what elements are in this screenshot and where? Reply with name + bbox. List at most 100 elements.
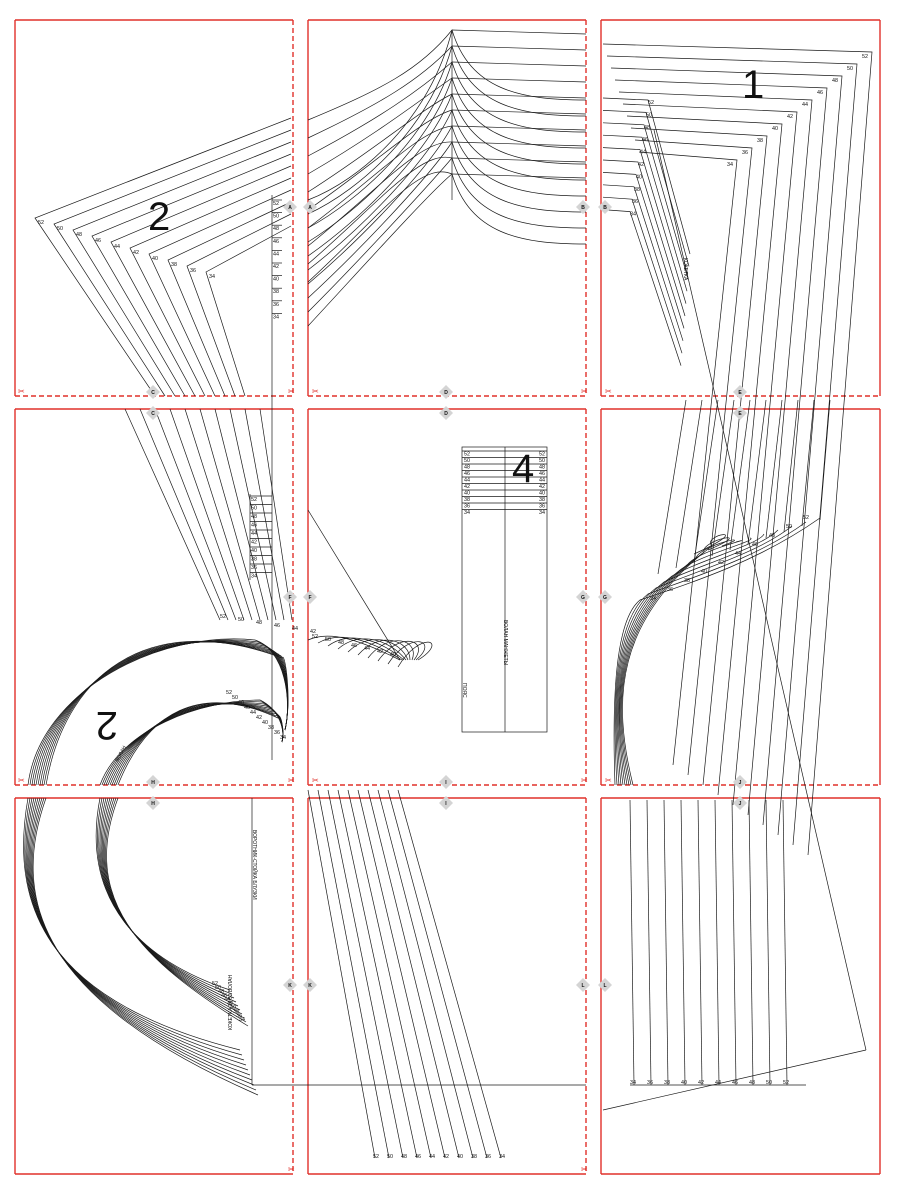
marker-letter: F [308,595,311,601]
sleeve-hem-label: 46 [415,1154,421,1160]
marker-diamond [283,200,297,214]
flounce-inner-continuation [103,797,243,1015]
match-marker-k: K [283,978,297,992]
flounce-outer-continuation [27,797,249,1071]
marker-letter: E [738,390,742,396]
piece1-outline [606,55,858,846]
sleeve-wrist-curve [357,639,411,661]
piece2-tick-label: 52 [273,201,279,207]
sleeve-top-edge [451,125,587,131]
scissors-icon: ✂ [312,776,319,785]
belt-size-label-right: 46 [539,471,545,477]
piece2-ladder-label: 38 [251,557,257,563]
match-marker-f: F [283,590,297,604]
belt-size-label-right: 34 [539,510,545,516]
marker-letter: G [581,595,585,601]
match-marker-h: H [146,796,160,810]
match-marker-j: J [733,796,747,810]
sleeve-lower-curve [307,141,453,299]
piece1-inner-line [602,110,690,267]
flounce-ring-label: 52 [212,981,218,987]
piece2-ladder-label: 44 [251,531,257,537]
piece-number-2: 2 [148,195,170,239]
piece1-hem-label: 36 [647,1080,653,1086]
marker-letter: C [151,390,155,396]
belt-caption: ПОЯС [461,683,467,698]
match-marker-k: K [303,978,317,992]
piece1-size-label: 40 [772,126,778,132]
flounce-inner-continuation [104,797,245,1019]
flounce-size-label: 42 [256,715,262,721]
sleeve-wrist-label: 44 [364,646,370,652]
sleeve-lower-curve [307,61,453,229]
flounce-outer-arc [29,639,288,786]
match-marker-c: C [146,385,160,399]
piece1-size-label: 46 [817,90,823,96]
piece2-continuation [139,408,229,621]
sleeve-side-line [367,789,460,1159]
piece2-tick-label: 40 [273,277,279,283]
marker-letter: D [444,390,448,396]
sleeve-seam [307,509,401,661]
sleeve-side-line [317,789,390,1159]
piece2-size-label: 40 [152,256,158,262]
piece1-inner-line [602,159,686,317]
marker-letter: E [738,411,742,417]
piece2-outline [34,117,292,397]
sleeve-side-line [337,789,418,1159]
flounce-outer-continuation [29,797,253,1081]
match-marker-c: C [146,406,160,420]
armhole-size-label: 48 [769,533,775,539]
piece1-side [675,399,703,569]
marker-letter: A [288,205,292,211]
marker-letter: K [288,983,292,989]
piece2-ladder-label: 50 [251,506,257,512]
piece1-inner-label: 42 [638,162,644,168]
piece2-outline [110,165,292,397]
sleeve-top-edge [451,61,587,67]
piece1-side [657,399,687,575]
marker-diamond [733,775,747,789]
flounce-inner-continuation [106,797,249,1027]
flounce-ring-label: 44 [224,997,230,1003]
flounce-size-label: 38 [268,725,274,731]
armhole-curve [618,537,752,786]
piece-number-4: 4 [512,447,534,491]
tile-1-2 [600,408,881,786]
piece2-tick-label: 50 [273,214,279,220]
piece2-size-label: 44 [114,244,120,250]
piece1-side [801,399,815,527]
piece2-side-label: 44 [292,626,298,632]
flounce-size-label: 36 [274,730,280,736]
flounce-ring-label: 40 [230,1005,236,1011]
piece2-size-label: 38 [171,262,177,268]
marker-letter: I [445,801,447,807]
marker-diamond [576,200,590,214]
flounce-inner-continuation [99,797,237,1003]
piece2-outline [53,129,292,397]
piece1-hem-label: 34 [630,1080,636,1086]
sleeve-hem-label: 42 [443,1154,449,1160]
piece1-hem-label: 38 [664,1080,670,1086]
sleeve-wrist-label: 42 [377,649,383,655]
marker-letter: L [581,983,584,989]
marker-diamond [303,978,317,992]
match-marker-b: B [598,200,612,214]
match-marker-d: D [439,385,453,399]
armhole-curve [615,525,793,786]
piece1-lower-side [748,799,754,1086]
scissors-icon: ✂ [605,387,612,396]
armhole-size-label: 52 [803,515,809,521]
sleeve-lower-curve [307,45,453,215]
sleeve-side-line [347,789,432,1159]
piece2-ladder-label: 48 [251,514,257,520]
sleeve-wrist-curve [317,636,403,661]
sleeve-wrist-label: 46 [351,643,357,649]
sleeve-cap-curve [307,77,587,175]
armhole-size-label: 34 [650,596,656,602]
sleeve-lower-curve [307,77,453,243]
marker-diamond [598,590,612,604]
match-marker-b: B [576,200,590,214]
marker-diamond [598,978,612,992]
piece2-continuation [244,408,285,621]
